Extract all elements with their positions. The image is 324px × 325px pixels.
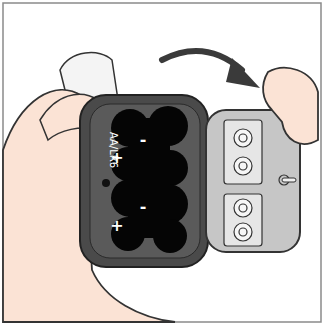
polarity-mark: - [140, 132, 147, 148]
polarity-mark: - [140, 199, 147, 215]
fingers [263, 68, 318, 144]
arrow-head [226, 58, 260, 88]
contact-plate [224, 120, 262, 184]
spring [239, 228, 247, 236]
battery-bays [111, 106, 188, 253]
spring [234, 157, 252, 175]
hole [102, 179, 110, 187]
plate [224, 194, 262, 246]
compartment [90, 104, 200, 258]
frame [3, 3, 321, 322]
pin [282, 178, 296, 182]
spring [239, 162, 247, 170]
contact-plate [224, 194, 262, 246]
bay-core [128, 118, 170, 238]
spring [239, 134, 247, 142]
spring [239, 204, 247, 212]
polarity-mark: + [110, 150, 123, 166]
spring [234, 199, 252, 217]
plate [224, 120, 262, 184]
spring [234, 223, 252, 241]
polarity-mark: + [110, 218, 123, 234]
spring [234, 129, 252, 147]
device-body [80, 95, 208, 267]
